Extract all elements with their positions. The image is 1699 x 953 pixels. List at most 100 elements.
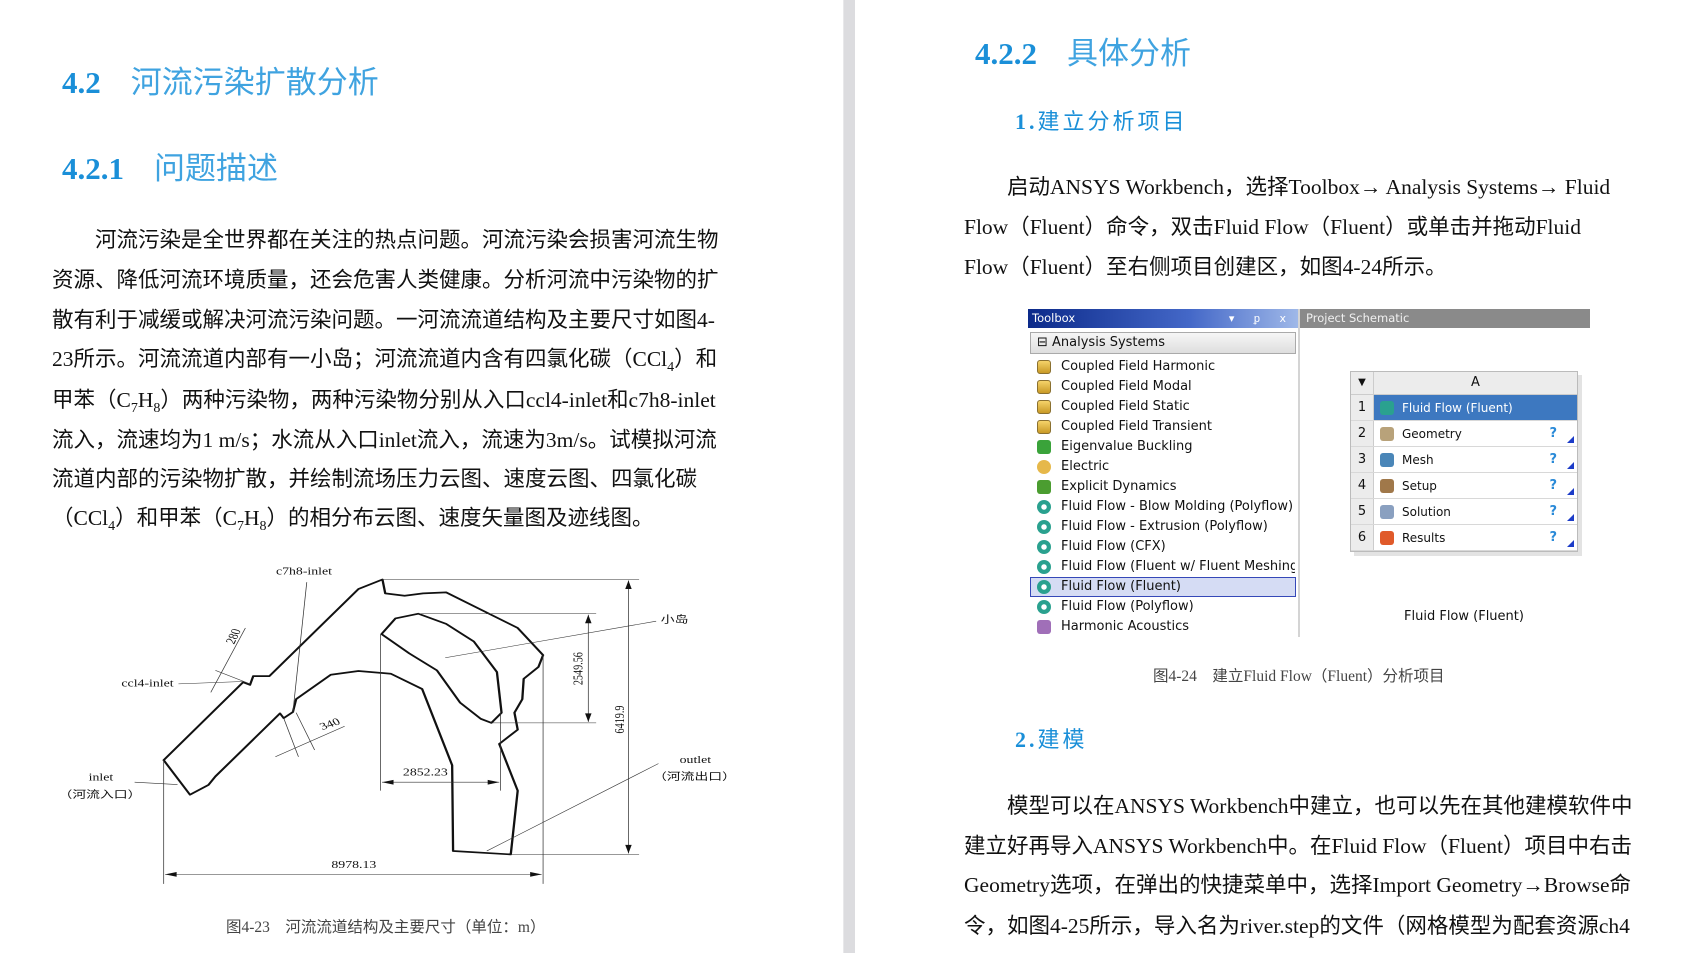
toolbox-item[interactable]: Coupled Field Harmonic	[1030, 357, 1296, 377]
text-segment: 河流污染是全世界都在关注的热点问题。河流污染会损害河流生物	[52, 228, 719, 252]
schematic-cell-row[interactable]: 4 Setup ?	[1351, 473, 1577, 499]
cell-label: Mesh	[1402, 452, 1434, 467]
toolbox-item-label: Fluid Flow (Polyflow)	[1061, 599, 1194, 614]
toolbox-item-label: Coupled Field Modal	[1061, 379, 1192, 394]
text-segment: 流入，流速均为1 m/s；水流从入口inlet流入，流速为3m/s。试模拟河流	[52, 428, 717, 452]
paragraph-line: （CCl4）和甲苯（C7H8）的相分布云图、速度矢量图及迹线图。	[52, 504, 654, 534]
cell-type-icon	[1380, 452, 1394, 467]
row-number: 6	[1351, 525, 1374, 550]
toolbox-item-label: Fluid Flow (Fluent w/ Fluent Meshing)	[1061, 559, 1296, 574]
cell-type-icon	[1380, 504, 1394, 519]
text-segment: ）和	[674, 347, 718, 371]
cell-type-icon	[1380, 478, 1394, 493]
toolbox-item[interactable]: Fluid Flow (CFX)	[1030, 537, 1296, 557]
text-segment: （CCl	[52, 506, 109, 530]
system-name-label[interactable]: Fluid Flow (Fluent)	[1404, 609, 1524, 624]
paragraph-line: 散有利于减缓或解决河流污染问题。一河流流道结构及主要尺寸如图4-	[52, 306, 715, 334]
fluid-system-icon	[1037, 600, 1051, 614]
step1-heading: 1.建立分析项目	[1015, 104, 1188, 136]
cell-label: Geometry	[1402, 426, 1462, 441]
para1-line: 启动ANSYS Workbench，选择Toolbox→ Analysis Sy…	[964, 175, 1611, 199]
fluid-system-icon	[1037, 560, 1051, 574]
dim-6419: 6419.9	[611, 706, 627, 734]
fluid-flow-system-block[interactable]: ▼A 1 Fluid Flow (Fluent) 2 Geometry ?3 M…	[1350, 371, 1578, 552]
project-schematic-panel: Project Schematic ▼A 1 Fluid Flow (Fluen…	[1300, 309, 1590, 637]
step1-number: 1.	[1015, 109, 1038, 134]
toolbox-item[interactable]: Coupled Field Modal	[1030, 377, 1296, 397]
toolbox-item[interactable]: Eigenvalue Buckling	[1030, 437, 1296, 457]
dim-280: 280	[222, 627, 244, 645]
coupled-system-icon	[1037, 380, 1051, 394]
eigen-system-icon	[1037, 440, 1051, 454]
corner-marker-icon	[1567, 488, 1574, 495]
toolbox-item[interactable]: Fluid Flow (Fluent w/ Fluent Meshing)	[1030, 557, 1296, 577]
text-segment: 23所示。河流流道内部有一小岛；河流流道内含有四氯化碳（CCl	[52, 347, 668, 371]
explicit-system-icon	[1037, 480, 1051, 494]
toolbox-item-label: Fluid Flow - Blow Molding (Polyflow)	[1061, 499, 1294, 514]
subsection-number: 4.2.1	[62, 151, 124, 186]
para1-line: Flow（Fluent）至右侧项目创建区，如图4-24所示。	[964, 255, 1447, 279]
toolbox-window-controls[interactable]: ▾ ᵱ x	[1228, 312, 1294, 325]
toolbox-item[interactable]: Fluid Flow (Polyflow)	[1030, 597, 1296, 617]
toolbox-item[interactable]: Fluid Flow - Extrusion (Polyflow)	[1030, 517, 1296, 537]
toolbox-item[interactable]: Fluid Flow - Blow Molding (Polyflow)	[1030, 497, 1296, 517]
fluid-system-icon	[1037, 580, 1051, 594]
cell-label: Fluid Flow (Fluent)	[1402, 400, 1513, 415]
subscript: 4	[108, 519, 116, 534]
toolbox-item-label: Harmonic Acoustics	[1061, 619, 1190, 634]
subscript: 8	[153, 401, 161, 416]
schematic-cell-row[interactable]: 5 Solution ?	[1351, 499, 1577, 525]
cell-type-icon	[1380, 426, 1394, 441]
toolbox-item-label: Fluid Flow (Fluent)	[1061, 579, 1181, 594]
status-unfulfilled-icon: ?	[1549, 530, 1557, 545]
project-schematic-title: Project Schematic	[1300, 309, 1590, 328]
schematic-cell-row[interactable]: 2 Geometry ?	[1351, 421, 1577, 447]
cell-type-icon	[1380, 400, 1394, 415]
status-unfulfilled-icon: ?	[1549, 452, 1557, 467]
dim-340: 340	[317, 715, 343, 732]
coupled-system-icon	[1037, 420, 1051, 434]
toolbox-item-label: Eigenvalue Buckling	[1061, 439, 1193, 454]
cell-label: Setup	[1402, 478, 1437, 493]
paragraph-line: 23所示。河流流道内部有一小岛；河流流道内含有四氯化碳（CCl4）和	[52, 345, 718, 375]
text-segment: H	[244, 506, 260, 530]
toolbox-panel: Toolbox ▾ ᵱ x ⊟ Analysis Systems Coupled…	[1028, 309, 1300, 637]
analysis-systems-group[interactable]: ⊟ Analysis Systems	[1030, 332, 1296, 354]
schematic-cell-row[interactable]: 3 Mesh ?	[1351, 447, 1577, 473]
system-menu-arrow-icon[interactable]: ▼	[1351, 372, 1374, 394]
schematic-cell-row[interactable]: 1 Fluid Flow (Fluent)	[1351, 395, 1577, 421]
status-unfulfilled-icon: ?	[1549, 478, 1557, 493]
corner-marker-icon	[1567, 462, 1574, 469]
section-number: 4.2	[62, 65, 101, 100]
toolbox-title: Toolbox	[1032, 311, 1076, 325]
text-segment: 流道内部的污染物扩散，并绘制流场压力云图、速度云图、四氯化碳	[52, 467, 698, 491]
toolbox-item[interactable]: Coupled Field Static	[1030, 397, 1296, 417]
row-number: 2	[1351, 421, 1374, 446]
label-island: 小岛	[661, 613, 689, 626]
island-outline	[380, 612, 503, 724]
schematic-cell-row[interactable]: 6 Results ?	[1351, 525, 1577, 551]
step1-title: 建立分析项目	[1037, 109, 1188, 134]
label-outlet: outlet	[680, 754, 712, 766]
corner-marker-icon	[1567, 540, 1574, 547]
text-segment: 资源、降低河流环境质量，还会危害人类健康。分析河流中污染物的扩	[52, 268, 719, 292]
toolbox-item[interactable]: Coupled Field Transient	[1030, 417, 1296, 437]
figure-4-24-caption: 图4-24 建立Fluid Flow（Fluent）分析项目	[1153, 668, 1445, 685]
section-title: 河流污染扩散分析	[130, 65, 379, 100]
toolbox-item[interactable]: Explicit Dynamics	[1030, 477, 1296, 497]
fluid-system-icon	[1037, 500, 1051, 514]
subscript: 4	[667, 360, 675, 375]
step2-number: 2.	[1015, 727, 1038, 752]
harmonic-system-icon	[1037, 620, 1051, 634]
dim-2549: 2549.56	[570, 652, 586, 685]
toolbox-item[interactable]: Harmonic Acoustics	[1030, 617, 1296, 637]
river-channel-outline	[162, 578, 545, 856]
text-segment: H	[137, 388, 154, 412]
toolbox-item[interactable]: Electric	[1030, 457, 1296, 477]
toolbox-item[interactable]: Fluid Flow (Fluent)	[1030, 577, 1296, 597]
figure-4-23-caption: 图4-23 河流流道结构及主要尺寸（单位：m）	[226, 919, 546, 936]
subsection-number: 4.2.2	[975, 36, 1037, 71]
toolbox-item-label: Coupled Field Static	[1061, 399, 1190, 414]
corner-marker-icon	[1567, 436, 1574, 443]
